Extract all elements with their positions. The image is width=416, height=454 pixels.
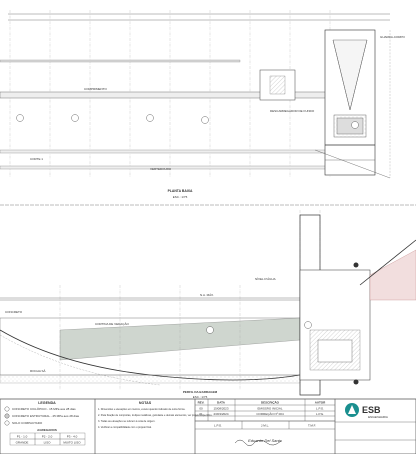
aggregates-header-3: P3 - 4.0 — [67, 435, 78, 439]
plan-title: PLANTA BAIXA — [168, 189, 193, 193]
revision-0-author: L.P.G. — [316, 407, 324, 411]
plan-note-3: VERTEDOURO — [150, 167, 172, 171]
revision-header-rev: REV. — [198, 401, 205, 405]
revision-header-author: AUTOR — [315, 401, 326, 405]
legend-item-1: CONCRETO CICLÓPICO - 15 MPa aos 28 dias — [12, 406, 76, 411]
section-note-1: CONCRETO — [5, 310, 23, 314]
notes-title: NOTAS — [139, 401, 152, 405]
legend-item-2: CONCRETO ESTRUTURAL - 25 MPa aos 28 dias — [12, 414, 80, 418]
signature-name: Eduardo Del Santo — [248, 438, 283, 443]
legend-symbol-3 — [4, 420, 10, 426]
plan-view: COMPRIMENTO CORTE 1 VERTEDOURO DESCARREG… — [0, 10, 406, 199]
title-block: LEGENDA CONCRETO CICLÓPICO - 15 MPa aos … — [0, 398, 416, 454]
company-subtitle: ENGENHARIA — [368, 415, 388, 419]
revision-1-date: 23/03/2024 — [213, 412, 228, 416]
aggregates-title: AGREGADOS — [37, 428, 57, 432]
revision-1-rev: 01 — [199, 412, 203, 416]
note-2: 2. Para fixação de comportas, treliças m… — [98, 414, 213, 417]
plan-markers — [16, 114, 359, 129]
aggregates-header-2: P2 - 2.0 — [42, 435, 53, 439]
revision-header-desc: DESCRIÇÃO — [261, 400, 280, 405]
aggregates-value-2: LISO — [44, 441, 52, 445]
section-scale: ESC.: 1/75 — [193, 395, 208, 399]
signature-label-3: T.M.F. — [308, 424, 316, 428]
legend-title: LEGENDA — [38, 401, 56, 405]
section-note-4: N.A. MÁX. — [200, 293, 214, 297]
section-note-2: CORTINA DE VEDAÇÃO — [95, 321, 129, 326]
revision-0-rev: 00 — [199, 407, 203, 411]
signature-scribble — [234, 439, 282, 446]
note-1: 1. Dimensões e elevações em metros, exce… — [98, 408, 186, 411]
aggregates-value-3: MUITO LISO — [63, 441, 81, 445]
section-view: CONCRETO CORTINA DE VEDAÇÃO ROCHA SÃ N.A… — [0, 204, 416, 399]
revision-1-author: L.P.G. — [316, 412, 324, 416]
aggregates-header-1: P1 - 1.0 — [17, 435, 28, 439]
plan-note-5: GUARDA-CORPO — [380, 35, 406, 39]
section-markers — [206, 262, 359, 385]
note-4: 4. Verificar a compatibilidade com o pro… — [98, 426, 152, 429]
legend-symbol-2 — [4, 413, 10, 419]
legend-item-3: SOLO COMPACTADO — [12, 421, 43, 425]
plan-scale: ESC.: 1/75 — [173, 195, 188, 199]
legend-symbol-1 — [4, 406, 10, 412]
aggregates-value-1: GRANDE — [16, 441, 29, 445]
note-3: 3. Todas as elevações se referem à cota … — [98, 420, 156, 423]
signature-label-1: L.P.G. — [214, 424, 222, 428]
esb-logo: ESB ENGENHARIA — [345, 403, 388, 419]
revision-1-desc: CORREÇÃO Nº 004 — [256, 411, 284, 416]
plan-note-2: CORTE 1 — [30, 157, 43, 161]
section-note-5: NÍVEL D'ÁGUA — [255, 277, 276, 281]
revision-0-desc: EMISSÃO INICIAL — [257, 406, 282, 411]
section-note-3: ROCHA SÃ — [30, 368, 46, 373]
plan-note-1: COMPRIMENTO — [84, 87, 107, 91]
company-name: ESB — [362, 405, 381, 415]
signature-label-2: J.M.L. — [261, 424, 269, 428]
revision-0-date: 15/08/2023 — [213, 407, 228, 411]
section-terrain-right — [369, 249, 416, 301]
section-title: PERFIL DA BARRAGEM — [183, 390, 218, 394]
revision-header-date: DATA — [217, 401, 226, 405]
plan-note-4: DESCARREGADOR DE FUNDO — [270, 109, 315, 113]
